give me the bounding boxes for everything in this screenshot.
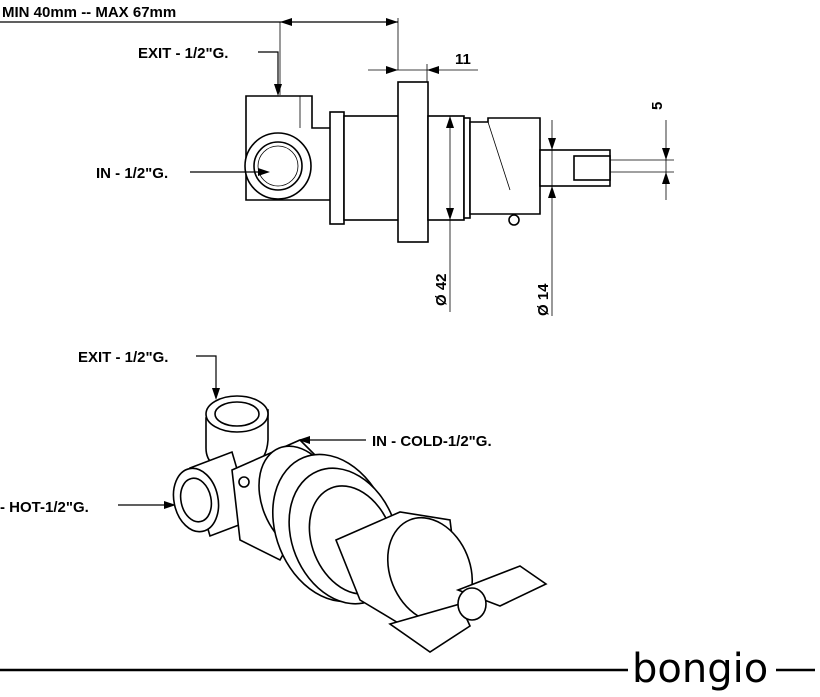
in-hot-label: - HOT-1/2"G.	[0, 499, 89, 516]
range-label: MIN 40mm -- MAX 67mm	[2, 4, 176, 21]
stem-diameter-dim: Ø 14	[535, 283, 552, 316]
exit-label-iso: EXIT - 1/2"G.	[78, 349, 168, 366]
isometric-view: EXIT - 1/2"G. IN - COLD-1/2"G. - HOT-1/2…	[0, 349, 548, 653]
side-view: MIN 40mm -- MAX 67mm EXIT - 1/2"G. 11 IN…	[0, 4, 674, 316]
flange-thickness-dim: 11	[455, 51, 471, 68]
in-label-top: IN - 1/2"G.	[96, 165, 168, 182]
brand-logo: bongio	[632, 646, 768, 692]
in-cold-label: IN - COLD-1/2"G.	[372, 433, 492, 450]
exit-label-top: EXIT - 1/2"G.	[138, 45, 228, 62]
body-diameter-dim: Ø 42	[433, 273, 450, 306]
stem-flat-dim: 5	[649, 102, 666, 110]
footer: bongio	[0, 646, 815, 692]
